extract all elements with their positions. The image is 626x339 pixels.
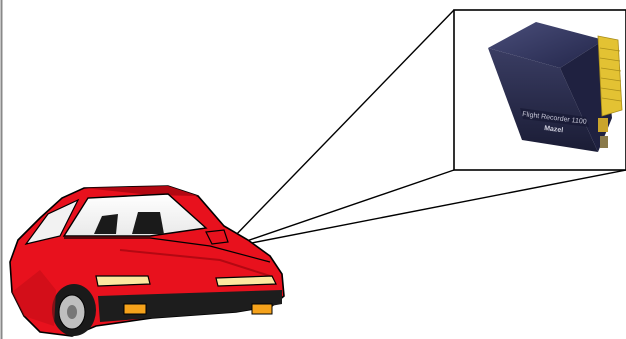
flight-recorder-device: Flight Recorder 1100 Mazel [488,22,623,152]
front-left-wheel [52,284,96,336]
callout-lines [231,9,626,247]
device-brand-text: Mazel [544,125,564,134]
connector-block [597,35,623,148]
red-sports-car [9,185,285,337]
